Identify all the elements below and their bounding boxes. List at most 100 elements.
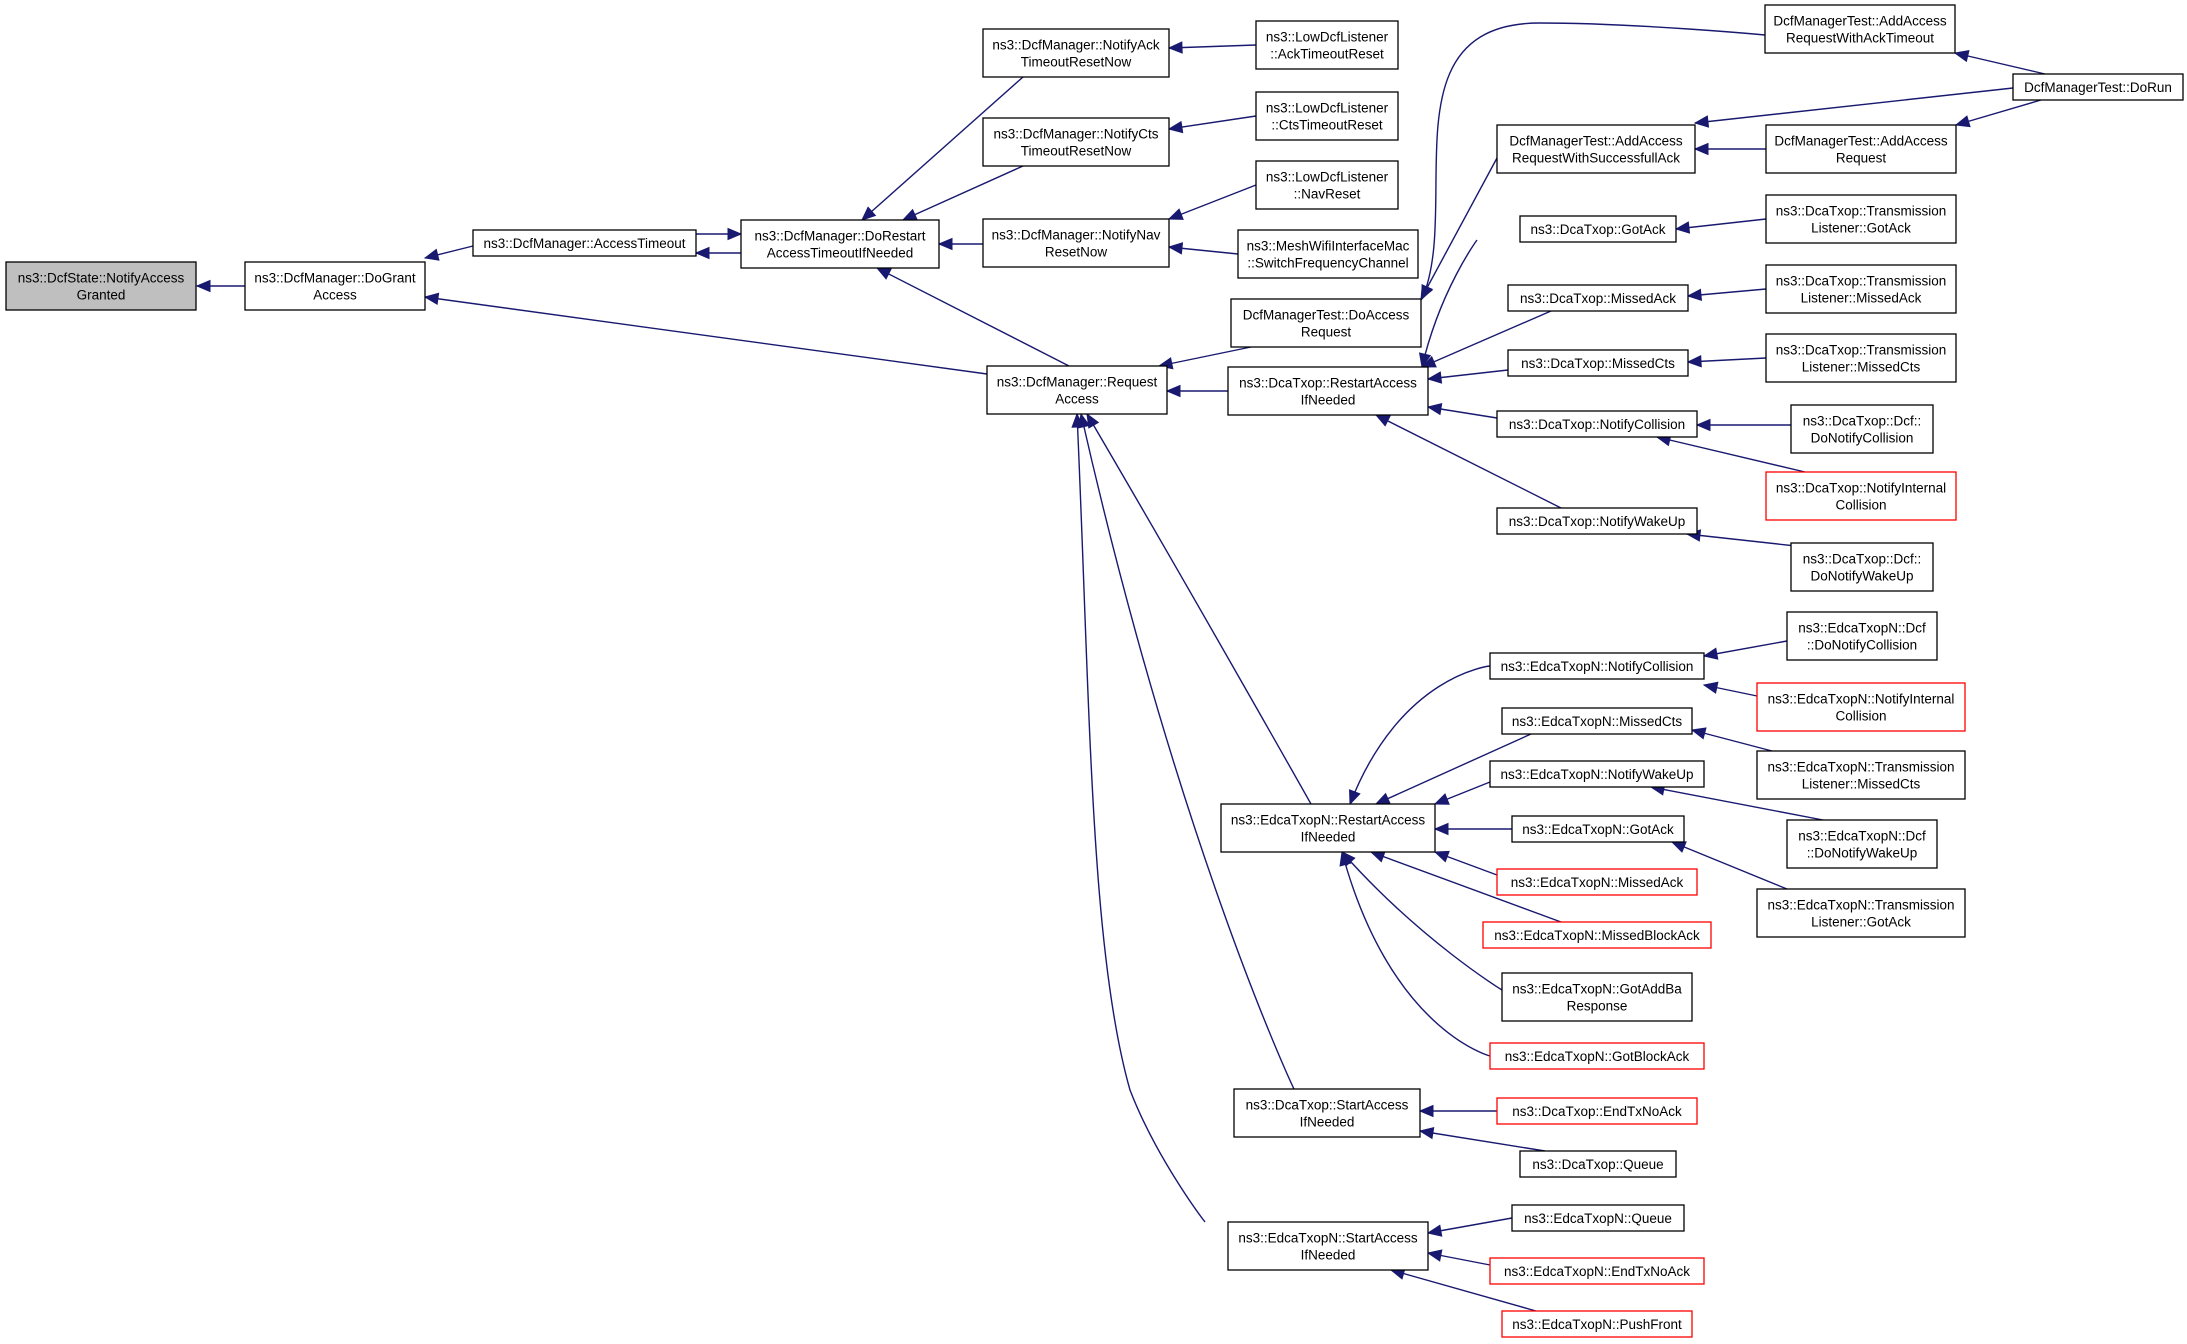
node-box [1756,750,1966,800]
node-label-line: ns3::EdcaTxopN::MissedAck [1511,875,1684,890]
node-lowcts[interactable]: ns3::LowDcfListener::CtsTimeoutReset [1255,91,1399,141]
node-dca-tl-gotack[interactable]: ns3::DcaTxop::TransmissionListener::GotA… [1765,194,1957,244]
node-edca-dcf-wake[interactable]: ns3::EdcaTxopN::Dcf::DoNotifyWakeUp [1786,819,1938,869]
arrowhead [1420,355,1437,368]
arrowhead [1702,681,1719,694]
node-edca-missedack[interactable]: ns3::EdcaTxopN::MissedAck [1496,868,1698,896]
node-dca-gotack[interactable]: ns3::DcaTxop::GotAck [1519,215,1677,243]
node-label-line: ns3::DcaTxop::Dcf:: [1803,414,1922,429]
node-label-line: Access [313,288,357,303]
truncated-node-box [1496,868,1698,896]
node-addacc-timeout[interactable]: DcfManagerTest::AddAccessRequestWithAckT… [1764,4,1956,54]
node-label-line: TimeoutResetNow [1021,55,1132,70]
node-dca-queue[interactable]: ns3::DcaTxop::Queue [1519,1150,1677,1178]
node-edca-queue[interactable]: ns3::EdcaTxopN::Queue [1511,1204,1685,1232]
node-box [982,117,1170,167]
node-label-line: ResetNow [1045,245,1108,260]
node-lownav[interactable]: ns3::LowDcfListener::NavReset [1255,160,1399,210]
node-label-line: AccessTimeoutIfNeeded [767,246,914,261]
node-box [1501,707,1693,735]
node-edca-gotack[interactable]: ns3::EdcaTxopN::GotAck [1511,815,1685,843]
node-edca-tl-gotack[interactable]: ns3::EdcaTxopN::TransmissionListener::Go… [1756,888,1966,938]
arrowhead [1369,850,1386,863]
node-edca-notifycoll[interactable]: ns3::EdcaTxopN::NotifyCollision [1489,652,1705,680]
edge-line [1421,22,1766,300]
edge-line [1650,786,1824,821]
edge-edca_missedblock-to-edca_restart [1369,850,1562,923]
edge-lownav-to-notifynav [1167,184,1257,220]
node-label-line: DcfManagerTest::DoAccess [1243,308,1410,323]
node-label-line: ns3::DcaTxop::NotifyCollision [1509,417,1685,432]
node-dca-missedack[interactable]: ns3::DcaTxop::MissedAck [1507,284,1689,312]
node-lowack[interactable]: ns3::LowDcfListener::AckTimeoutReset [1255,20,1399,70]
node-box [982,218,1170,268]
node-dca-notifywake[interactable]: ns3::DcaTxop::NotifyWakeUp [1496,507,1698,535]
node-label-line: ns3::DcaTxop::MissedCts [1521,356,1675,371]
node-box [1255,160,1399,210]
node-dca-tl-missedack[interactable]: ns3::DcaTxop::TransmissionListener::Miss… [1765,264,1957,314]
edge-line [1341,851,1503,991]
node-label-line: Granted [77,288,126,303]
node-edca-gotblock[interactable]: ns3::EdcaTxopN::GotBlockAck [1489,1042,1705,1070]
edge-edca_gotack-to-edca_restart [1433,822,1512,836]
node-addacc-success[interactable]: DcfManagerTest::AddAccessRequestWithSucc… [1496,124,1696,174]
node-label-line: ns3::DcfManager::NotifyAck [992,38,1160,53]
node-label-line: ns3::EdcaTxopN::Transmission [1767,760,1954,775]
node-meshwifi[interactable]: ns3::MeshWifiInterfaceMac::SwitchFrequen… [1237,229,1419,279]
node-dca-notifycoll[interactable]: ns3::DcaTxop::NotifyCollision [1496,410,1698,438]
node-dca-missedcts[interactable]: ns3::DcaTxop::MissedCts [1507,349,1689,377]
node-edca-dcf-coll[interactable]: ns3::EdcaTxopN::Dcf::DoNotifyCollision [1786,611,1938,661]
node-edca-endtx[interactable]: ns3::EdcaTxopN::EndTxNoAck [1489,1257,1705,1285]
node-edca-notifywake[interactable]: ns3::EdcaTxopN::NotifyWakeUp [1489,760,1705,788]
arrowhead [861,206,877,221]
edge-line [1370,851,1562,923]
node-label-line: ns3::EdcaTxopN::Dcf [1798,829,1926,844]
node-label-line: ns3::EdcaTxopN::NotifyCollision [1501,659,1694,674]
node-label-line: DcfManagerTest::AddAccess [1773,14,1947,29]
node-label-line: IfNeeded [1301,1248,1356,1263]
node-edca-missedcts[interactable]: ns3::EdcaTxopN::MissedCts [1501,707,1693,735]
arrowhead [875,267,892,280]
arrowhead [1702,647,1719,660]
node-box [1519,1150,1677,1178]
node-dorun[interactable]: DcfManagerTest::DoRun [2012,73,2184,101]
node-edca-tl-missedcts[interactable]: ns3::EdcaTxopN::TransmissionListener::Mi… [1756,750,1966,800]
edge-dorun-to-addacc_success [1693,87,2014,128]
node-label-line: ::CtsTimeoutReset [1271,118,1383,133]
node-edca-pushfront[interactable]: ns3::EdcaTxopN::PushFront [1501,1310,1693,1338]
node-notifycts[interactable]: ns3::DcfManager::NotifyCtsTimeoutResetNo… [982,117,1170,167]
node-dca-dcf-coll[interactable]: ns3::DcaTxop::Dcf::DoNotifyCollision [1790,404,1934,454]
node-dca-endtx[interactable]: ns3::DcaTxop::EndTxNoAck [1496,1097,1698,1125]
node-dca-dcf-wake[interactable]: ns3::DcaTxop::Dcf::DoNotifyWakeUp [1790,542,1934,592]
node-notifyack[interactable]: ns3::DcfManager::NotifyAckTimeoutResetNo… [982,28,1170,78]
node-dca-tl-missedcts[interactable]: ns3::DcaTxop::TransmissionListener::Miss… [1765,333,1957,383]
node-accesstimeout[interactable]: ns3::DcfManager::AccessTimeout [472,229,697,257]
edge-dca_endtx-to-dca_start [1418,1104,1497,1118]
edge-line [1076,413,1206,1223]
edge-line [424,296,988,375]
node-box [1790,542,1934,592]
node-label-line: RequestWithSuccessfullAck [1512,151,1680,166]
node-dorestart[interactable]: ns3::DcfManager::DoRestartAccessTimeoutI… [740,219,940,269]
node-edca-missedblock[interactable]: ns3::EdcaTxopN::MissedBlockAck [1482,921,1712,949]
node-label-line: Collision [1835,498,1886,513]
edge-layer [195,22,2046,1312]
edge-dca_start-to-requestaccess [1077,412,1295,1090]
node-label-line: ns3::EdcaTxopN::EndTxNoAck [1504,1264,1690,1279]
edge-edca_tl_missedcts-to-edca_missedcts [1690,727,1773,752]
node-label-line: ns3::EdcaTxopN::Queue [1524,1211,1672,1226]
node-label-line: ::SwitchFrequencyChannel [1247,256,1408,271]
